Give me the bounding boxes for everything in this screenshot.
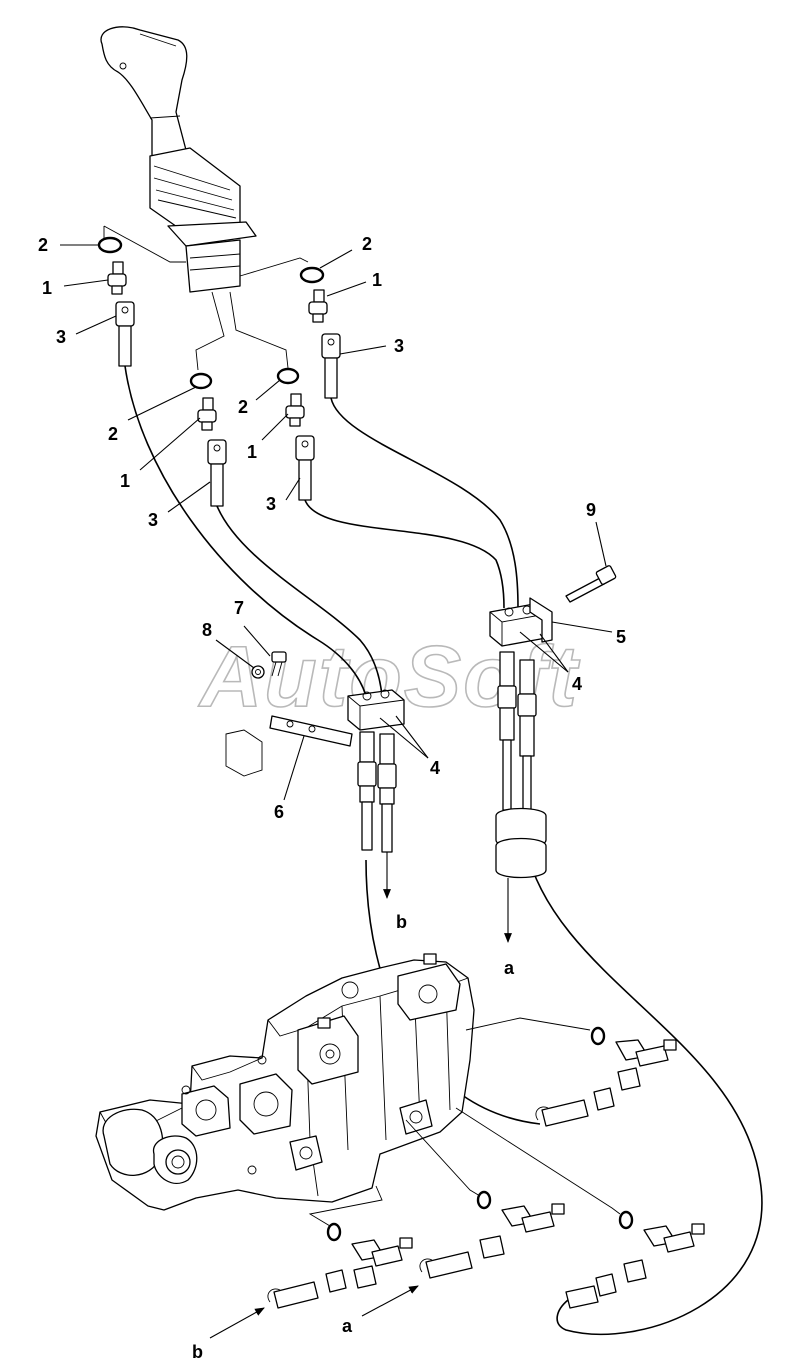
o-ring-mid-left <box>189 372 213 390</box>
hose-fitting-left-b <box>377 733 397 853</box>
hose-ends <box>115 301 341 507</box>
joystick-lever <box>100 26 257 293</box>
label-arrow-b-upper: b <box>396 912 407 932</box>
clamp-left <box>347 689 405 731</box>
label-plate-left: 6 <box>274 802 284 822</box>
watermark: AutoSoft <box>198 629 580 725</box>
hose-fitting-left-a <box>357 731 377 851</box>
leader-lines <box>60 244 613 801</box>
hose-end-mid-left <box>207 439 227 507</box>
hose-end-left <box>115 301 135 367</box>
label-arrow-b-lower: b <box>192 1342 203 1361</box>
fitting-left <box>107 261 127 295</box>
o-ring-left <box>97 236 123 254</box>
label-clamp-right: 4 <box>572 674 582 694</box>
hose-fitting-right-a <box>497 651 517 811</box>
fittings <box>107 261 328 431</box>
label-fitting-mid-right: 1 <box>247 442 257 462</box>
label-washer: 8 <box>202 620 212 640</box>
o-ring-mid-right <box>276 367 300 385</box>
bracket-right <box>529 597 553 643</box>
valve-fitting-bottom-left <box>267 1185 413 1309</box>
valve-fitting-bottom-mid <box>405 1119 565 1279</box>
flow-arrows <box>209 852 512 1339</box>
arrow-b-lower <box>209 1307 265 1339</box>
valve-fitting-top <box>465 1017 677 1127</box>
fitting-mid-left <box>197 397 217 431</box>
bolt-long <box>565 565 617 603</box>
label-hose-mid-left: 3 <box>148 510 158 530</box>
label-bolt-long: 9 <box>586 500 596 520</box>
joystick-tubes <box>103 225 309 371</box>
label-hose-left: 3 <box>56 327 66 347</box>
clamp-right-assembly <box>489 565 617 879</box>
washer <box>251 665 265 679</box>
label-hose-right: 3 <box>394 336 404 356</box>
protective-sleeve <box>495 807 547 879</box>
support-plate <box>269 715 353 747</box>
arrow-a-lower <box>361 1285 419 1317</box>
fitting-right <box>308 289 328 323</box>
valve-fittings <box>267 1017 705 1309</box>
label-ring-mid-right: 2 <box>238 397 248 417</box>
bolt-small <box>271 651 287 677</box>
fitting-mid-right <box>285 393 305 427</box>
o-ring-right <box>299 266 325 284</box>
clamp-left-assembly <box>225 651 405 853</box>
hose-end-right <box>321 333 341 399</box>
label-ring-mid-left: 2 <box>108 424 118 444</box>
control-valve-body <box>95 953 475 1211</box>
label-bracket-right: 5 <box>616 627 626 647</box>
label-hose-mid-right: 3 <box>266 494 276 514</box>
label-arrow-a-lower: a <box>342 1316 353 1336</box>
callout-labels: 2 2 2 2 1 1 1 1 3 3 3 3 4 4 5 6 7 8 9 b … <box>38 234 626 1361</box>
label-fitting-mid-left: 1 <box>120 471 130 491</box>
hose-fitting-right-b <box>517 659 537 811</box>
label-ring-left: 2 <box>38 235 48 255</box>
label-fitting-left: 1 <box>42 278 52 298</box>
hoses <box>124 365 763 1336</box>
label-fitting-right: 1 <box>372 270 382 290</box>
label-ring-right: 2 <box>362 234 372 254</box>
label-clamp-left: 4 <box>430 758 440 778</box>
label-arrow-a-upper: a <box>504 958 515 978</box>
label-bolt-small: 7 <box>234 598 244 618</box>
valve-fitting-bottom-right <box>455 1107 705 1309</box>
hose-end-mid-right <box>295 435 315 501</box>
